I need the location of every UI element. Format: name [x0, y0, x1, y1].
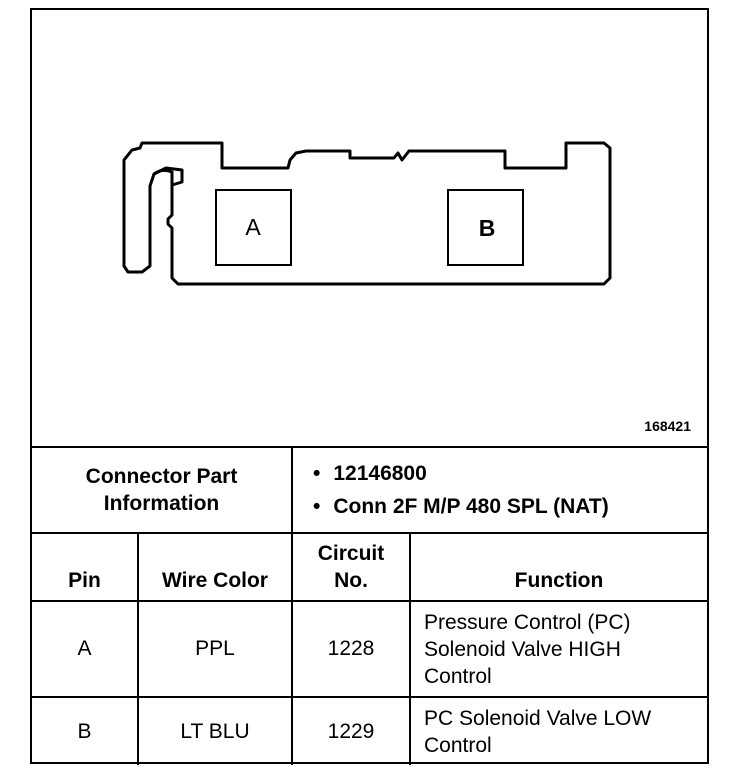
row-a-function: Pressure Control (PC) Solenoid Valve HIG… — [408, 600, 708, 698]
connector-body — [122, 141, 612, 286]
row-b-wire-color: LT BLU — [137, 696, 293, 765]
row-a-function-line3: Control — [424, 664, 492, 688]
connector-part-label: Connector Part Information — [32, 446, 293, 534]
header-circuit: Circuit No. — [291, 532, 411, 602]
row-a-function-line1: Pressure Control (PC) — [424, 610, 631, 634]
connector-outline: A B — [122, 141, 612, 286]
pin-cavity-a — [215, 189, 292, 266]
header-circuit-line2: No. — [334, 569, 368, 592]
row-a-circuit: 1228 — [291, 600, 411, 698]
connector-part-row: Connector Part Information 12146800 Conn… — [32, 446, 708, 534]
row-b-pin: B — [32, 696, 139, 765]
header-wire-color: Wire Color — [137, 532, 293, 602]
connector-latch — [153, 168, 174, 185]
header-pin: Pin — [32, 532, 139, 602]
row-a-function-line2: Solenoid Valve HIGH — [424, 637, 621, 661]
connector-end-view-frame: A B 168421 Connector Part Information 12… — [30, 8, 709, 765]
row-a-pin: A — [32, 600, 139, 698]
figure-id: 168421 — [644, 418, 691, 434]
connector-info-table: Connector Part Information 12146800 Conn… — [32, 446, 708, 765]
pin-cavity-b — [447, 189, 524, 266]
connector-part-label-line2: Information — [103, 492, 220, 515]
row-b-circuit: 1229 — [291, 696, 411, 765]
table-row: B LT BLU 1229 PC Solenoid Valve LOW Cont… — [32, 696, 708, 765]
connector-diagram: A B 168421 — [32, 10, 707, 446]
connector-description: Conn 2F M/P 480 SPL (NAT) — [333, 490, 707, 523]
part-number: 12146800 — [333, 457, 707, 490]
row-b-function-line1: PC Solenoid Valve LOW — [424, 706, 652, 730]
header-function: Function — [408, 532, 708, 602]
header-circuit-line1: Circuit — [317, 542, 385, 565]
row-b-function: PC Solenoid Valve LOW Control — [408, 696, 708, 765]
row-a-wire-color: PPL — [137, 600, 293, 698]
pin-label-a: A — [245, 214, 261, 240]
connector-part-label-line1: Connector Part — [85, 465, 238, 488]
row-b-function-line2: Control — [424, 733, 492, 757]
pin-label-b: B — [479, 215, 496, 241]
table-row: A PPL 1228 Pressure Control (PC) Solenoi… — [32, 600, 708, 698]
header-row: Pin Wire Color Circuit No. Function — [32, 532, 708, 602]
connector-part-values: 12146800 Conn 2F M/P 480 SPL (NAT) — [290, 446, 708, 534]
